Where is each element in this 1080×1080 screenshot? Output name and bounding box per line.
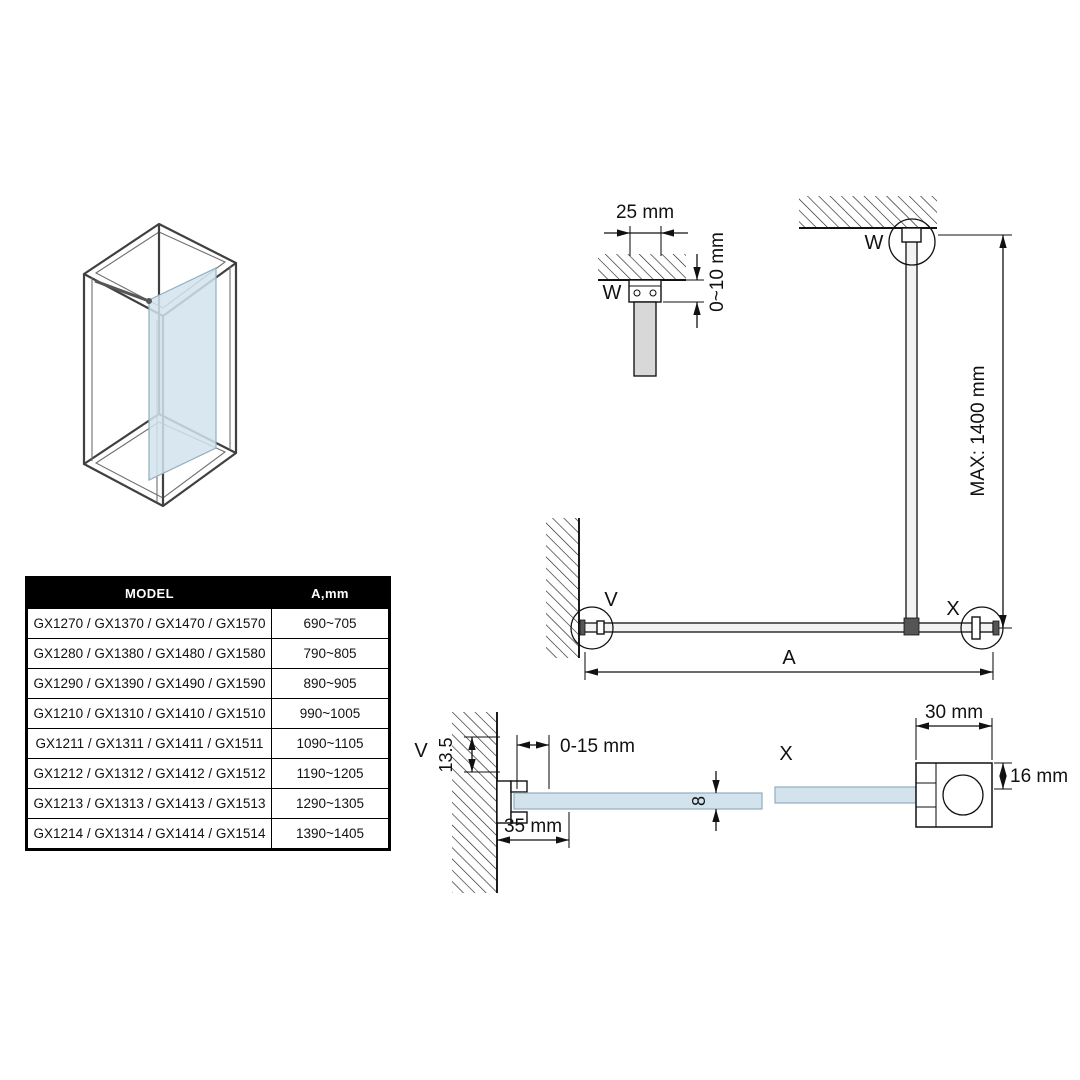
bar-knob <box>942 774 984 816</box>
dim-13-5 <box>464 736 500 773</box>
dim-a-label: A <box>782 647 796 669</box>
model-table: MODEL A,mm GX1270 / GX1370 / GX1470 / GX… <box>25 576 391 851</box>
t-connector <box>903 617 920 636</box>
dim-8mm-label: 8 <box>689 796 709 806</box>
wall-profile <box>496 780 528 824</box>
x-label: X <box>779 743 792 765</box>
model-cell: GX1210 / GX1310 / GX1410 / GX1510 <box>26 698 272 729</box>
clamp-body <box>915 762 993 828</box>
dim-0-10mm-label: 0~10 mm <box>707 232 728 312</box>
frame-bottom-inner <box>94 421 227 499</box>
w-label: W <box>865 232 884 254</box>
table-row: GX1270 / GX1370 / GX1470 / GX1570 690~70… <box>26 608 390 639</box>
table-row: GX1290 / GX1390 / GX1490 / GX1590 890~90… <box>26 668 390 699</box>
dim-35mm-label: 35 mm <box>504 816 562 837</box>
bar-clamp-joint <box>146 298 152 304</box>
dim-0-15mm <box>516 735 550 789</box>
model-cell: GX1280 / GX1380 / GX1480 / GX1580 <box>26 638 272 669</box>
a-cell: 1190~1205 <box>271 758 390 789</box>
detail-circle-x <box>960 606 1004 650</box>
table-row: GX1280 / GX1380 / GX1480 / GX1580 790~80… <box>26 638 390 669</box>
model-cell: GX1270 / GX1370 / GX1470 / GX1570 <box>26 608 272 639</box>
a-cell: 1290~1305 <box>271 788 390 819</box>
dim-a <box>584 652 994 680</box>
glass-section <box>513 792 763 810</box>
a-cell: 1390~1405 <box>271 818 390 850</box>
a-cell: 690~705 <box>271 608 390 639</box>
vertical-support-bar <box>905 227 918 625</box>
a-cell: 1090~1105 <box>271 728 390 759</box>
ceiling-hatch <box>799 196 937 228</box>
glass-clamp-x <box>971 616 1000 640</box>
dim-0-15mm-label: 0-15 mm <box>560 736 635 757</box>
w-label: W <box>603 282 622 304</box>
model-cell: GX1211 / GX1311 / GX1411 / GX1511 <box>26 728 272 759</box>
v-label: V <box>414 740 428 762</box>
wall-profile-detail: V 13.5 0-15 mm 35 mm 8 <box>414 712 763 893</box>
spec-table: MODEL A,mm GX1270 / GX1370 / GX1470 / GX… <box>25 576 391 851</box>
glass-clamp-detail: X 30 mm 16 mm <box>774 702 1068 828</box>
ceiling-bracket <box>628 279 662 303</box>
a-cell: 790~805 <box>271 638 390 669</box>
support-bar-section <box>633 301 657 377</box>
model-cell: GX1290 / GX1390 / GX1490 / GX1590 <box>26 668 272 699</box>
dim-25mm-label: 25 mm <box>616 202 674 223</box>
table-row: GX1213 / GX1313 / GX1413 / GX1513 1290~1… <box>26 788 390 819</box>
dim-30mm <box>915 718 993 760</box>
model-cell: GX1214 / GX1314 / GX1414 / GX1514 <box>26 818 272 850</box>
dim-13-5-label: 13.5 <box>436 737 456 772</box>
ceiling-bracket <box>901 227 922 243</box>
x-label: X <box>946 598 959 620</box>
dim-0-10mm <box>663 254 704 328</box>
wall-bracket-v <box>579 619 605 636</box>
detail-circle-w <box>888 218 936 266</box>
wall-hatch <box>452 712 497 893</box>
a-cell: 890~905 <box>271 668 390 699</box>
table-header-model: MODEL <box>26 577 272 609</box>
table-row: GX1210 / GX1310 / GX1410 / GX1510 990~10… <box>26 698 390 729</box>
table-header-a: A,mm <box>271 577 390 609</box>
glass-panel <box>148 267 217 481</box>
a-cell: 990~1005 <box>271 698 390 729</box>
ceiling-hatch <box>598 254 686 280</box>
detail-circle-v <box>570 606 614 650</box>
table-row: GX1211 / GX1311 / GX1411 / GX1511 1090~1… <box>26 728 390 759</box>
dim-35mm <box>497 812 570 848</box>
isometric-view <box>82 222 238 508</box>
dim-25mm <box>604 226 688 256</box>
table-row: GX1212 / GX1312 / GX1412 / GX1512 1190~1… <box>26 758 390 789</box>
dim-16mm <box>994 762 1012 790</box>
wall-hatch <box>546 518 579 658</box>
model-cell: GX1212 / GX1312 / GX1412 / GX1512 <box>26 758 272 789</box>
support-bar <box>94 279 150 303</box>
dim-16mm-label: 16 mm <box>1010 766 1068 787</box>
model-cell: GX1213 / GX1313 / GX1413 / GX1513 <box>26 788 272 819</box>
glass-section <box>774 786 917 804</box>
v-label: V <box>604 589 618 611</box>
horizontal-support-bar <box>578 622 994 633</box>
dim-max-label: MAX: 1400 mm <box>968 366 989 497</box>
table-header-row: MODEL A,mm <box>26 577 390 609</box>
elevation-view: W MAX: 1400 mm V X A <box>546 196 1012 680</box>
dim-30mm-label: 30 mm <box>925 702 983 723</box>
table-row: GX1214 / GX1314 / GX1414 / GX1514 1390~1… <box>26 818 390 850</box>
ceiling-mount-detail: 25 mm W 0~10 mm <box>598 202 728 377</box>
